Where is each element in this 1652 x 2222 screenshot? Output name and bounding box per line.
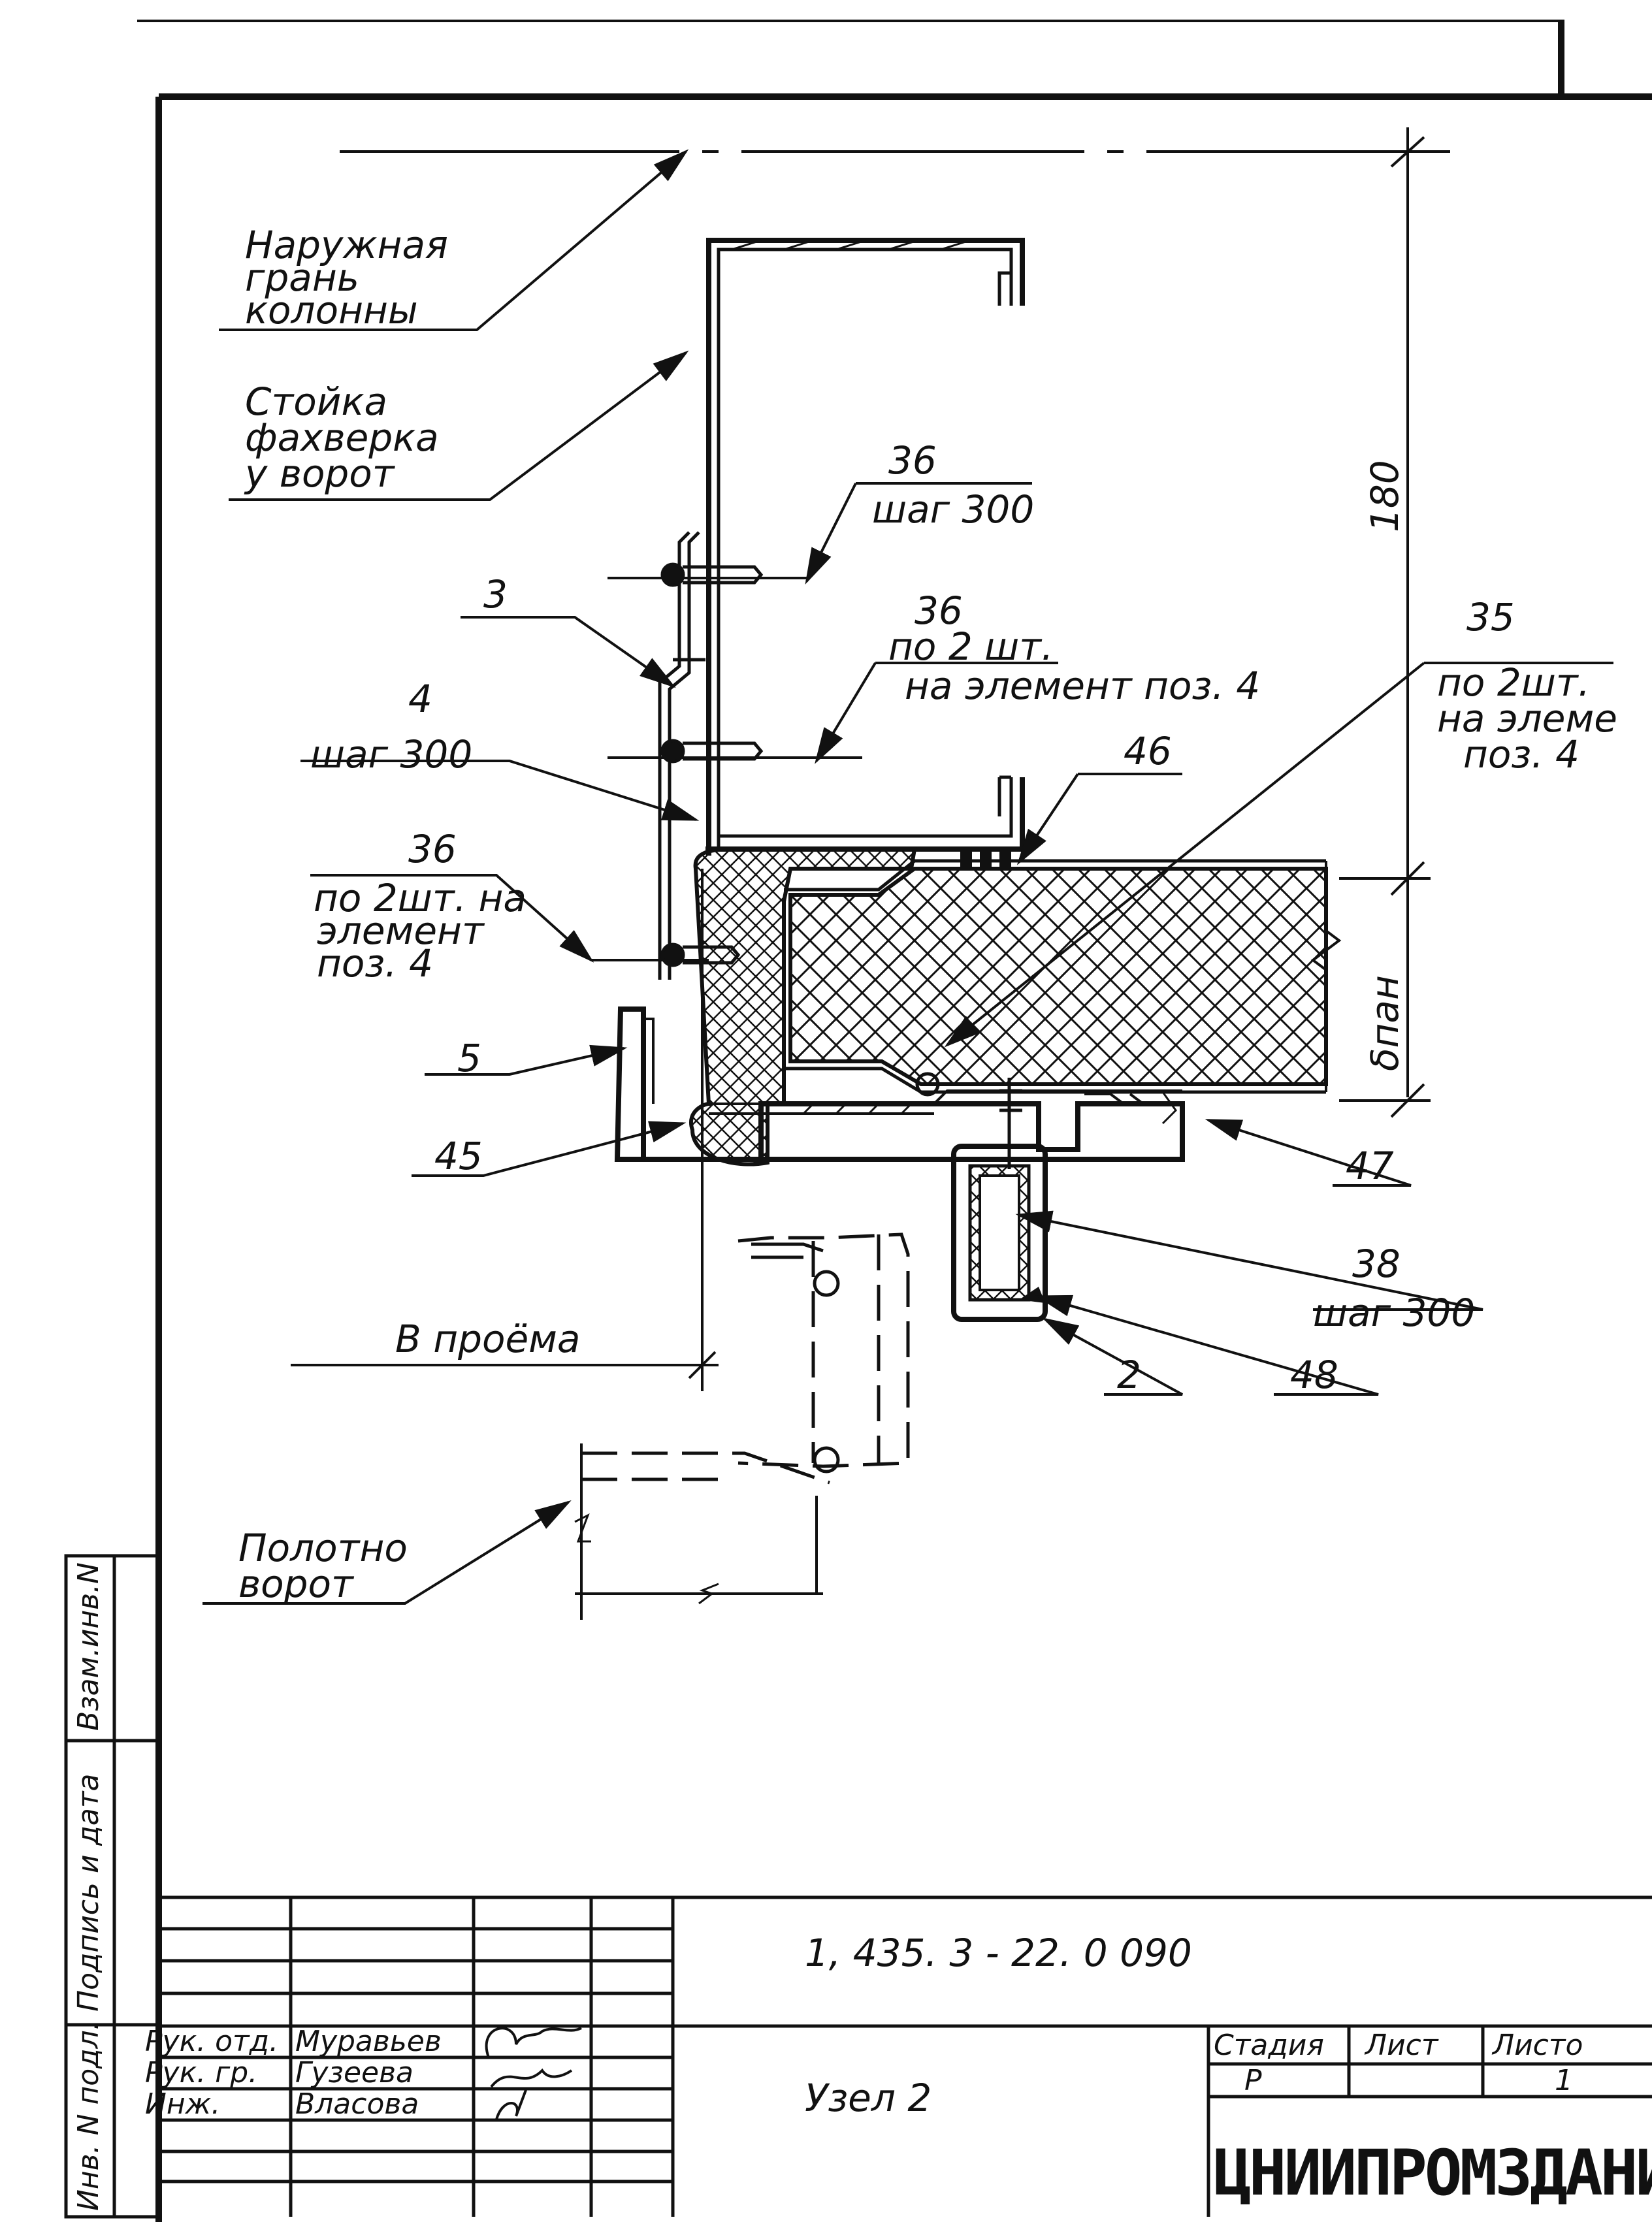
label-pos2: 2 — [1117, 1353, 1141, 1397]
label-pos3: 3 — [483, 572, 508, 617]
drawing-title: Узел 2 — [805, 2076, 931, 2120]
side-stamp — [64, 1554, 161, 2219]
label-pos36c-qty: по 2шт. на — [314, 876, 526, 920]
name-head-group: Гузеева — [295, 2056, 413, 2089]
label-pos4-step: шаг 300 — [310, 732, 472, 777]
panel-break-line — [1310, 861, 1342, 1092]
seal-strip-pos46 — [960, 849, 1011, 869]
label-pos36a-step: шаг 300 — [872, 487, 1034, 532]
trim-flashing-pos5 — [614, 1006, 1185, 1162]
label-post-2: фахверка — [245, 415, 439, 460]
label-pos36b-qty: по 2 шт. — [888, 624, 1053, 669]
label-pos46: 46 — [1124, 729, 1172, 773]
opening-label: В проёма — [395, 1317, 580, 1361]
label-pos35-num: 35 — [1466, 595, 1515, 639]
side-stamp-label-inv: Инв. N подл. — [72, 2021, 105, 2211]
fachwerk-post-profile — [705, 238, 1025, 856]
label-pos35-element: на элеме — [1437, 696, 1617, 741]
door-rollers — [751, 1242, 840, 1473]
trim-inner-line — [642, 1009, 655, 1104]
label-pos5: 5 — [457, 1036, 481, 1080]
name-engineer: Власова — [295, 2087, 419, 2121]
title-block-grid — [159, 1895, 1652, 2217]
sandwich-panel-core — [788, 867, 1328, 1086]
role-head-group: Рук. гр. — [145, 2056, 257, 2089]
stage-value: Р — [1244, 2064, 1262, 2097]
leader-lines — [202, 149, 1613, 1605]
label-pos36a-num: 36 — [888, 438, 937, 483]
door-leaf-outline — [574, 1443, 823, 1620]
label-pos35-pos: поз. 4 — [1463, 732, 1579, 777]
role-head-dept: Рук. отд. — [145, 2025, 278, 2058]
label-door-leaf-1: Полотно — [238, 1526, 408, 1570]
label-pos47: 47 — [1346, 1144, 1394, 1188]
screw-upper — [660, 562, 764, 587]
door-frame-strip — [709, 1089, 1182, 1125]
door-leaf-phantom — [581, 1232, 910, 1485]
role-engineer: Инж. — [145, 2087, 220, 2121]
label-pos36b-element: на элемент поз. 4 — [905, 664, 1260, 708]
label-pos36b-num: 36 — [915, 588, 963, 633]
label-outer-face-1: Наружная — [245, 223, 448, 267]
label-pos35-qty: по 2шт. — [1437, 660, 1590, 705]
hollow-seal-profile-pos2 — [951, 1144, 1048, 1322]
label-pos36c-num: 36 — [408, 827, 457, 871]
label-pos36c-element: элемент — [317, 909, 485, 953]
label-pos38-step: шаг 300 — [1313, 1291, 1475, 1335]
label-outer-face-2: грань — [245, 255, 359, 300]
name-head-dept: Муравьев — [295, 2025, 442, 2058]
label-post-1: Стойка — [245, 379, 387, 424]
dimension-180-label: 180 — [1363, 460, 1407, 532]
label-pos4-num: 4 — [408, 677, 432, 721]
dimension-opening — [291, 869, 719, 1391]
label-pos45: 45 — [434, 1134, 483, 1178]
angle-element-pos3 — [658, 531, 705, 980]
signatures — [485, 2027, 582, 2120]
dimension-180 — [1339, 127, 1431, 1118]
sealant-gasket-pos45 — [689, 847, 917, 1167]
label-post-3: у ворот — [244, 451, 396, 496]
label-pos48: 48 — [1290, 1353, 1338, 1397]
label-door-leaf-2: ворот — [238, 1562, 355, 1606]
side-stamp-label-replace: Взам.инв.N — [72, 1562, 105, 1731]
organization-stamp: ЦНИИПРОМЗДАНИ — [1214, 2136, 1652, 2210]
label-outer-face-3: колонны — [245, 288, 418, 332]
sheet-value: 1 — [1555, 2064, 1573, 2097]
label-pos36c-pos: поз. 4 — [317, 941, 433, 986]
stage-header: Стадия — [1214, 2029, 1324, 2062]
dimension-panel-thickness: δпан — [1363, 975, 1407, 1071]
sheet-header: Лист — [1364, 2029, 1439, 2062]
side-stamp-label-sign: Подпись и дата — [72, 1774, 105, 2012]
label-pos38-num: 38 — [1352, 1242, 1401, 1286]
document-code: 1, 435. 3 - 22. 0 090 — [805, 1931, 1192, 1975]
bolt-pos38 — [915, 1072, 1022, 1169]
sheets-header: Листо — [1491, 2029, 1583, 2062]
sheet-frame — [137, 20, 1652, 2222]
